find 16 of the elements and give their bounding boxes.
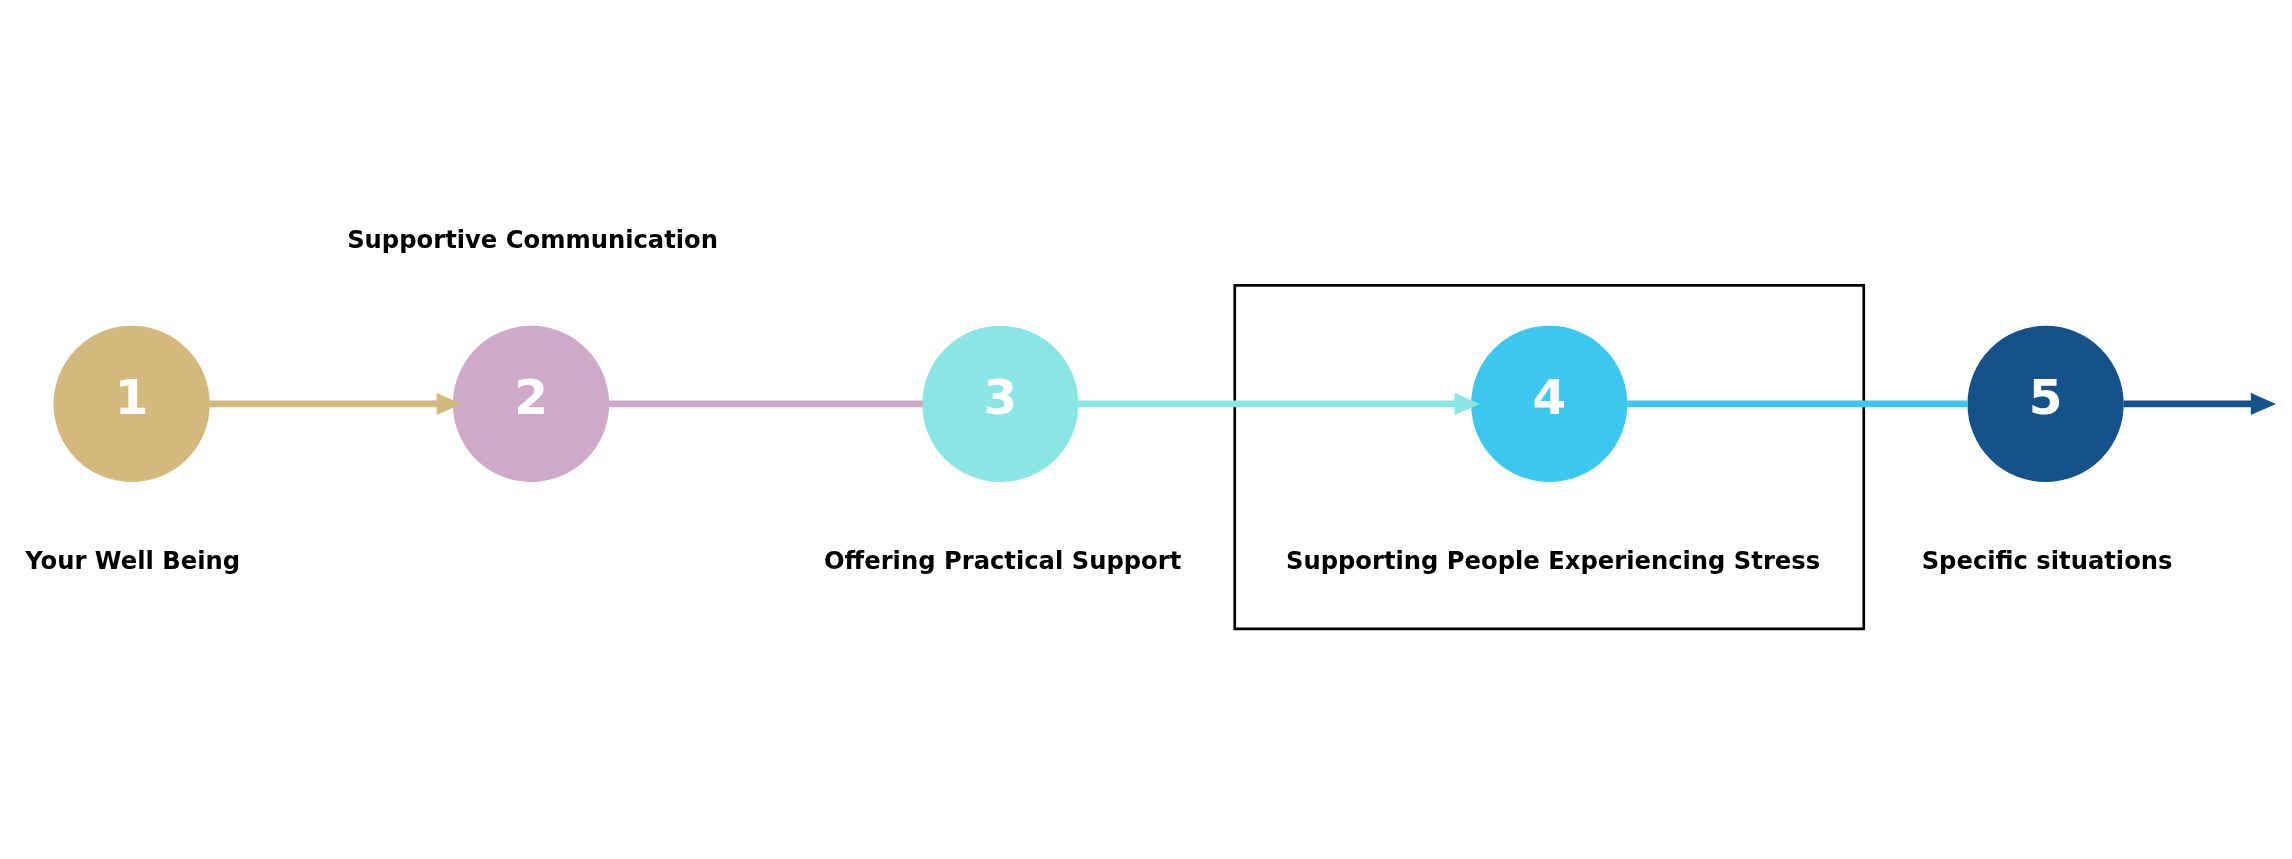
- node-circle: 1: [53, 325, 210, 483]
- arrow: [2123, 392, 2276, 415]
- node-circle: 2: [452, 325, 610, 483]
- node-label: Specific situations: [1921, 545, 2173, 575]
- cluster: [1233, 284, 1866, 631]
- node-label: Your Well Being: [25, 545, 241, 575]
- arrow: [1078, 392, 1480, 415]
- connector: [1627, 400, 1968, 408]
- node-circle: 4: [1471, 325, 1628, 483]
- node-circle: 5: [1967, 325, 2124, 483]
- connector: [608, 400, 923, 408]
- arrow: [209, 392, 462, 415]
- node-label: Supportive Communication: [347, 225, 719, 255]
- node-circle: 3: [922, 325, 1079, 483]
- node-label: Supporting People Experiencing Stress: [1285, 545, 1821, 575]
- node-label: Offering Practical Support: [823, 545, 1182, 575]
